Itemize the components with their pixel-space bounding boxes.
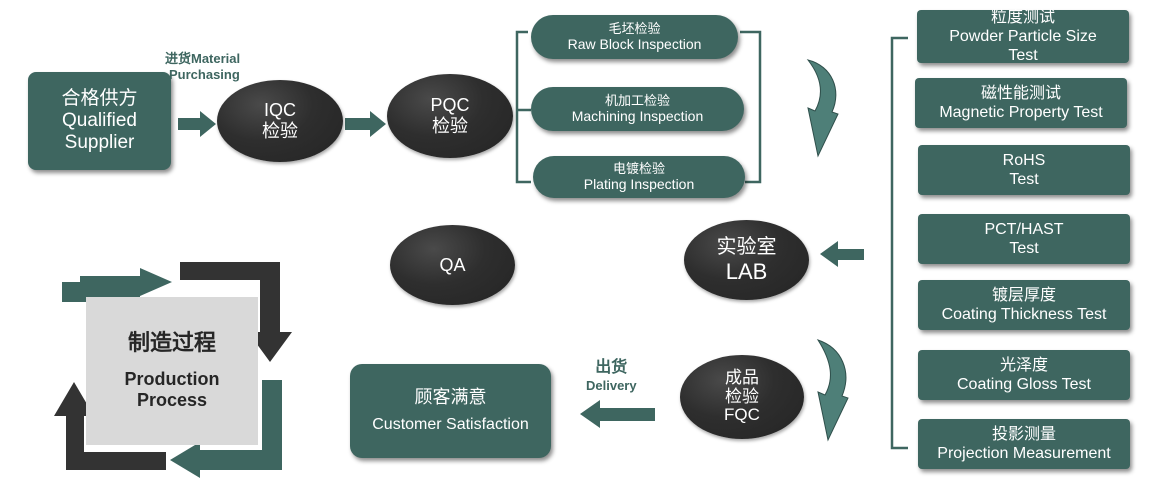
test-magnetic-property: 磁性能测试 Magnetic Property Test [915, 78, 1127, 128]
test-0-en1: Powder Particle Size [949, 27, 1097, 45]
pqc-node: PQC 检验 [387, 74, 513, 158]
inspection-plating-en: Plating Inspection [583, 176, 695, 193]
supplier-zh: 合格供方 [61, 88, 138, 110]
iqc-node: IQC 检验 [217, 80, 343, 162]
arrow-tests-to-lab [820, 241, 864, 267]
inspection-plating: 电镀检验 Plating Inspection [533, 156, 745, 198]
inspection-machining: 机加工检验 Machining Inspection [531, 87, 744, 131]
test-3-en2: Test [1009, 240, 1039, 257]
inspection-machining-zh: 机加工检验 [604, 92, 670, 108]
test-2-en2: Test [1009, 171, 1039, 188]
customer-en: Customer Satisfaction [372, 416, 529, 434]
inspection-raw-zh: 毛坯检验 [608, 20, 661, 36]
test-rohs: RoHS Test [918, 145, 1130, 195]
test-6-en1: Projection Measurement [937, 445, 1111, 462]
delivery-en: Delivery [586, 378, 637, 393]
fqc-node: 成品 检验 FQC [680, 355, 804, 439]
production-process-box: 制造过程 Production Process [86, 297, 258, 445]
test-coating-thickness: 镀层厚度 Coating Thickness Test [918, 280, 1130, 330]
test-5-en1: Coating Gloss Test [957, 376, 1091, 393]
material-purchasing-label: 进货Material Purchasing [165, 51, 240, 84]
fqc-line1: 成品 [725, 367, 759, 387]
test-4-en1: Coating Thickness Test [941, 306, 1107, 323]
cycle-arrow-left [54, 382, 166, 470]
inspection-bracket-left [515, 30, 531, 184]
delivery-label: 出货 Delivery [586, 358, 637, 394]
lab-node: 实验室 LAB [684, 220, 809, 300]
inspection-machining-en: Machining Inspection [571, 108, 704, 125]
pqc-line1: PQC [430, 95, 470, 116]
qa-label: QA [439, 254, 466, 275]
delivery-zh: 出货 [595, 359, 628, 376]
test-4-zh: 镀层厚度 [991, 286, 1056, 304]
purchasing-line2: Purchasing [169, 67, 240, 83]
production-en1: Production [124, 368, 220, 389]
test-3-en1: PCT/HAST [984, 220, 1064, 238]
inspection-raw-block: 毛坯检验 Raw Block Inspection [531, 15, 738, 59]
inspection-raw-en: Raw Block Inspection [567, 36, 702, 53]
test-pct-hast: PCT/HAST Test [918, 214, 1130, 264]
pqc-line2: 检验 [432, 116, 468, 136]
customer-zh: 顾客满意 [414, 387, 487, 408]
customer-satisfaction-box: 顾客满意 Customer Satisfaction [350, 364, 551, 458]
iqc-line2: 检验 [262, 121, 298, 141]
supplier-en1: Qualified [62, 110, 137, 132]
arrow-fqc-to-customer [580, 400, 655, 428]
test-1-en1: Magnetic Property Test [939, 104, 1103, 121]
cycle-arrow-top [62, 268, 172, 302]
fqc-line3: FQC [724, 405, 760, 425]
cycle-arrow-bottom [170, 380, 282, 478]
inspection-bracket-right [740, 30, 762, 184]
arrow-supplier-to-iqc [178, 111, 216, 137]
arrow-iqc-to-pqc [345, 111, 386, 137]
inspection-plating-zh: 电镀检验 [612, 160, 665, 176]
iqc-line1: IQC [263, 100, 296, 121]
test-coating-gloss: 光泽度 Coating Gloss Test [918, 350, 1130, 400]
curved-arrow-top [806, 59, 839, 158]
test-1-zh: 磁性能测试 [980, 84, 1061, 102]
test-6-zh: 投影测量 [991, 425, 1056, 443]
qualified-supplier-box: 合格供方 Qualified Supplier [28, 72, 171, 170]
test-0-zh: 粒度测试 [990, 8, 1055, 26]
curved-arrow-fqc [816, 339, 849, 442]
test-bracket [890, 36, 908, 450]
cycle-arrow-right [180, 262, 292, 362]
test-projection: 投影测量 Projection Measurement [918, 419, 1130, 469]
test-0-en2: Test [1008, 47, 1038, 65]
supplier-en2: Supplier [64, 131, 135, 153]
lab-en: LAB [725, 258, 768, 284]
lab-zh: 实验室 [716, 235, 777, 258]
qa-node: QA [390, 225, 515, 305]
test-5-zh: 光泽度 [999, 356, 1048, 374]
production-zh: 制造过程 [127, 330, 216, 356]
production-en2: Process [136, 390, 208, 411]
fqc-line2: 检验 [725, 386, 759, 406]
test-powder-particle: 粒度测试 Powder Particle Size Test [917, 8, 1129, 65]
test-2-en1: RoHS [1002, 151, 1046, 169]
purchasing-line1: 进货Material [165, 51, 241, 66]
